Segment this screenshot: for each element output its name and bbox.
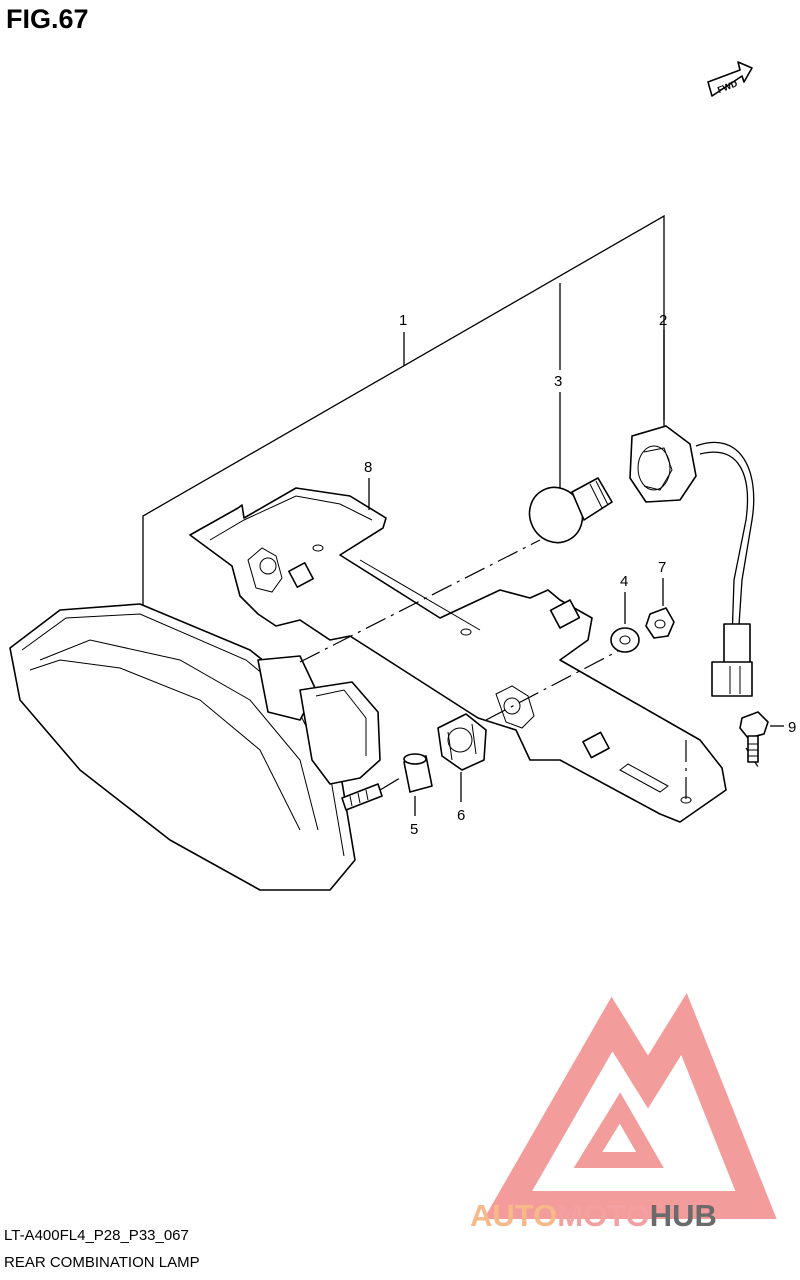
bolt: [739, 711, 769, 763]
watermark-word-hub: HUB: [649, 1198, 717, 1233]
callout-8: 8: [364, 459, 372, 476]
watermark-word-moto: MOTO: [557, 1198, 650, 1233]
callout-labels: 1 2 3 4 5 6 7 8 9: [364, 312, 796, 838]
callout-3: 3: [554, 373, 562, 390]
fwd-arrow-icon: FWD: [707, 61, 753, 97]
diagram-caption: REAR COMBINATION LAMP: [4, 1254, 200, 1271]
callout-9: 9: [788, 719, 796, 736]
callout-2: 2: [659, 312, 667, 329]
cushion: [403, 753, 433, 793]
assembly-leader-lines: [142, 214, 665, 610]
bulb: [528, 477, 613, 544]
watermark-text: AUTOMOTOHUB: [470, 1198, 717, 1234]
callout-7: 7: [658, 559, 666, 576]
lamp-housing: [9, 603, 383, 891]
callout-6: 6: [457, 807, 465, 824]
nut: [645, 607, 675, 639]
grommet: [437, 713, 487, 771]
watermark-word-auto: AUTO: [470, 1198, 558, 1233]
callout-5: 5: [410, 821, 418, 838]
figure-title: FIG.67: [6, 4, 89, 34]
callout-4: 4: [620, 573, 628, 590]
callout-1: 1: [399, 312, 407, 329]
washer: [610, 627, 640, 653]
diagram-code: LT-A400FL4_P28_P33_067: [4, 1227, 189, 1244]
socket-harness: [629, 425, 755, 697]
callout-leaders: [368, 478, 784, 816]
watermark-logo-icon: [483, 993, 777, 1219]
